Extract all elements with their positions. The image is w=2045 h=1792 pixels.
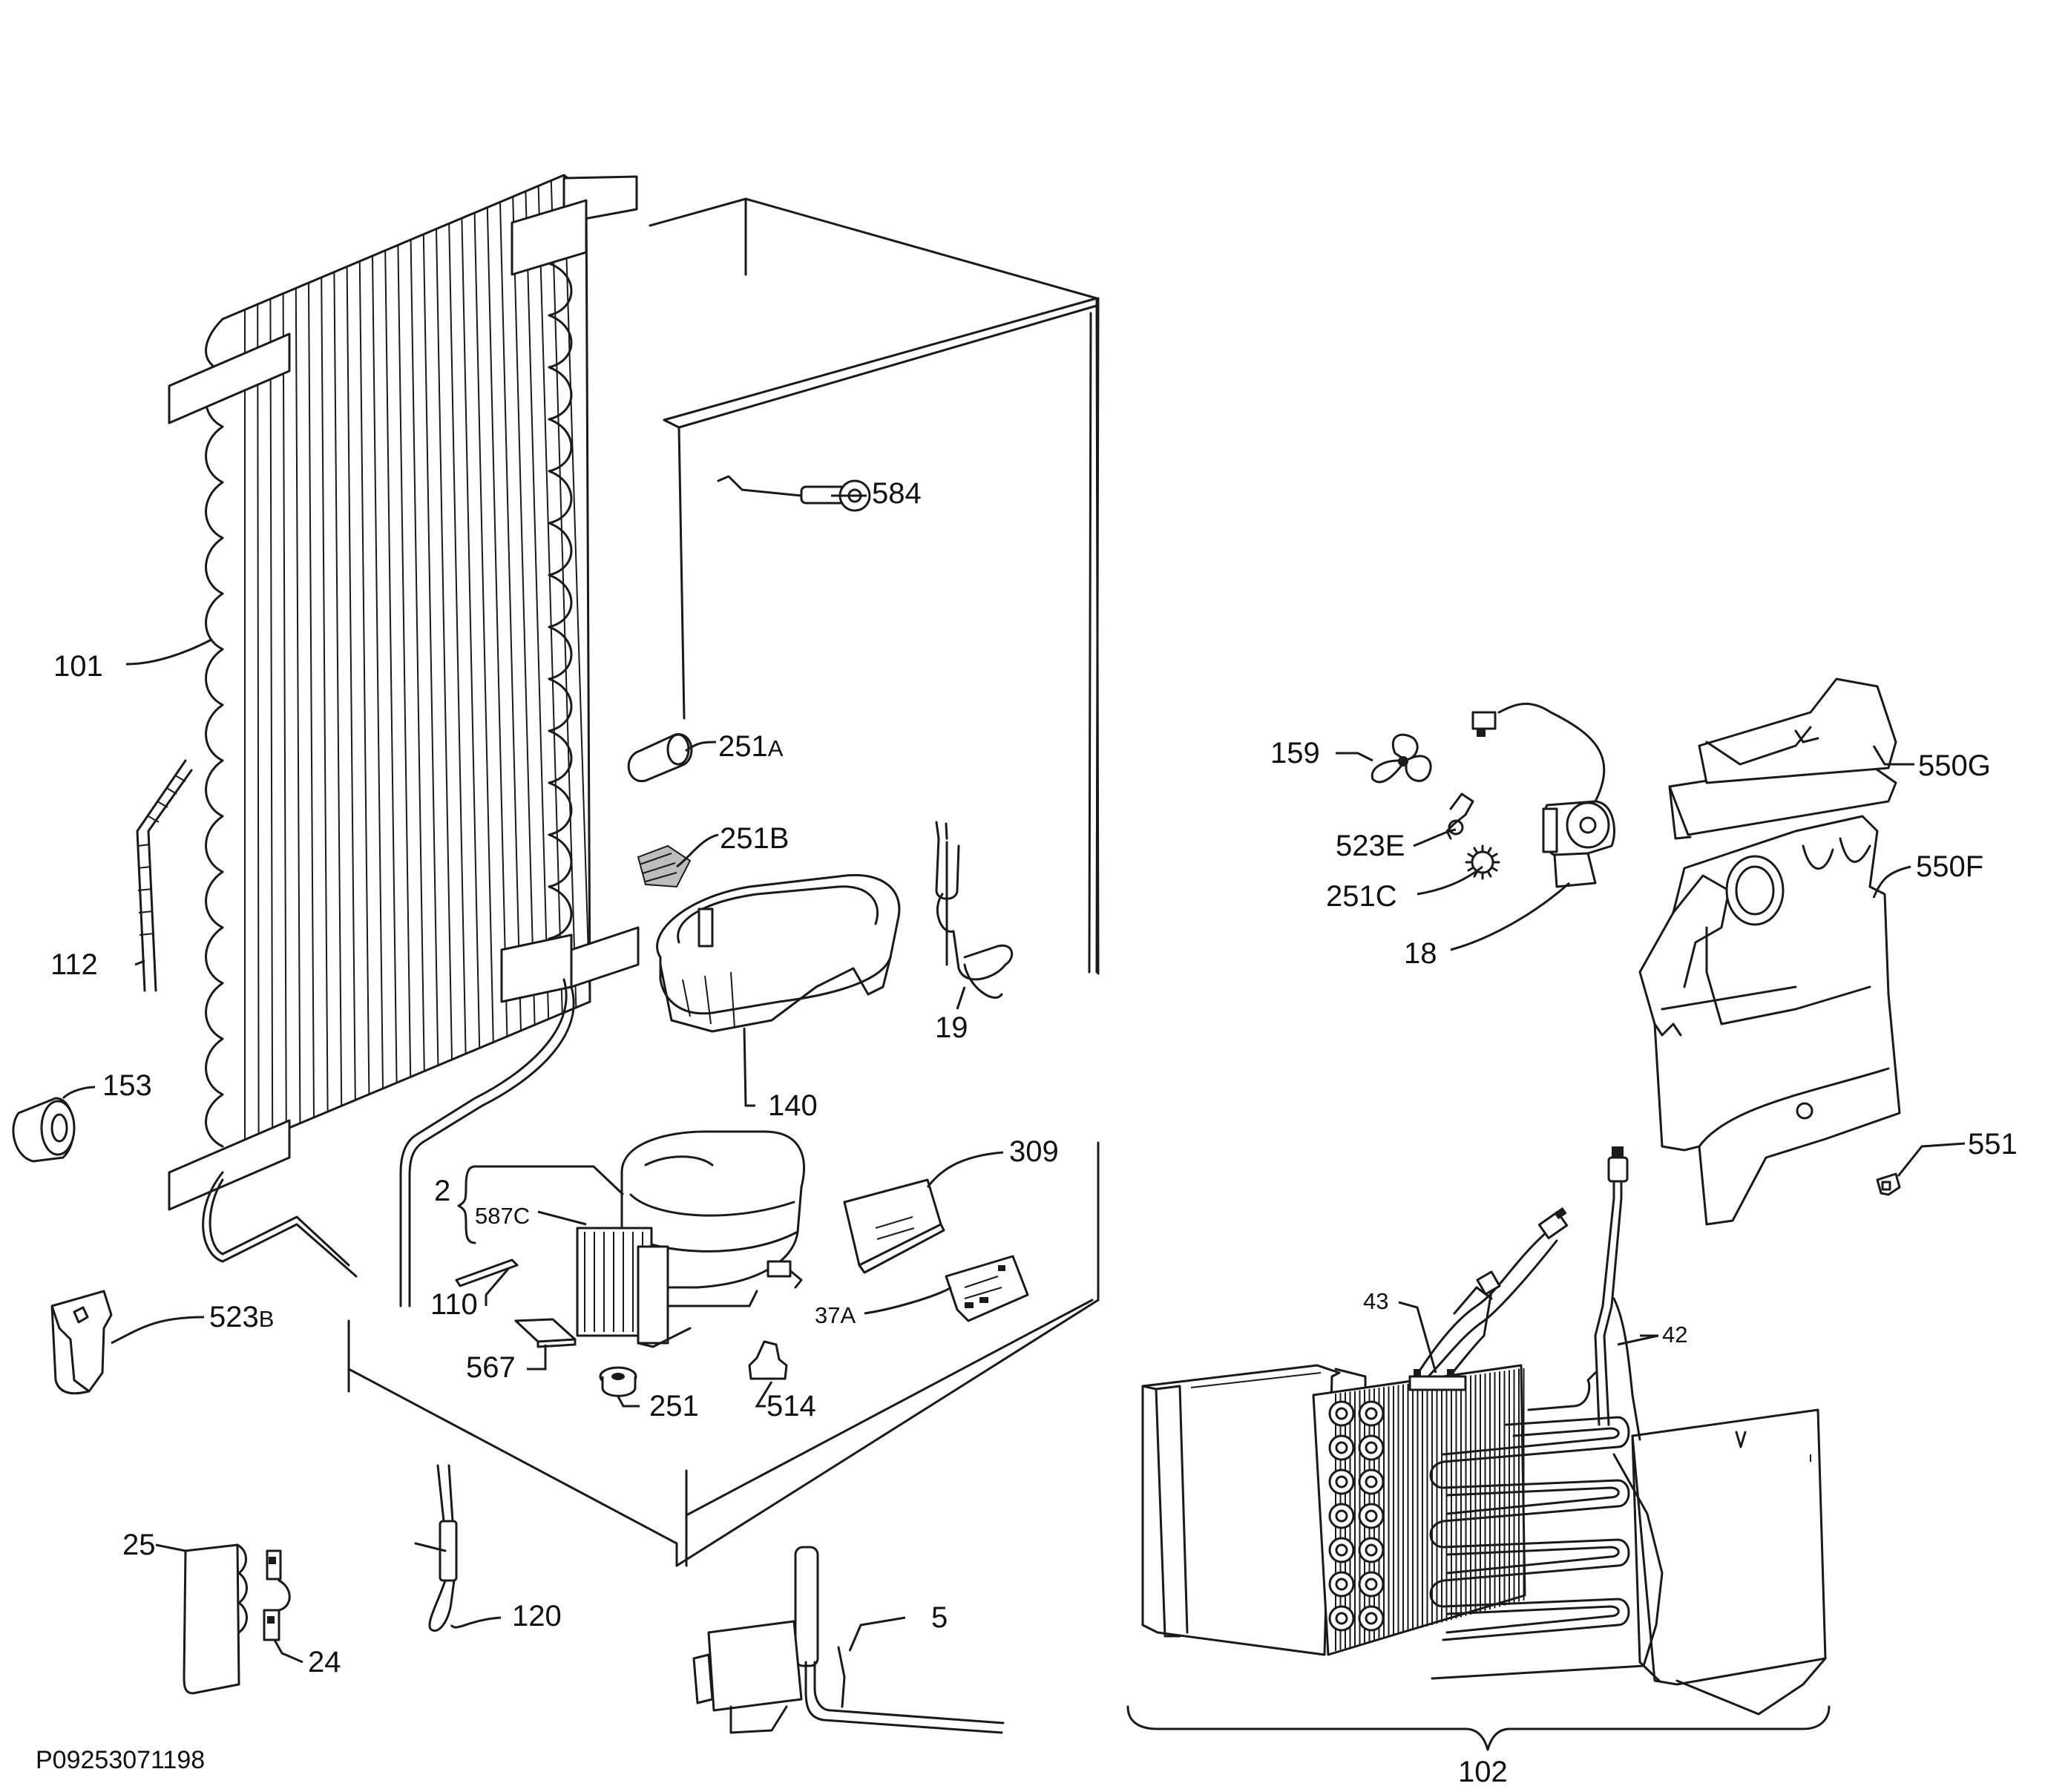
callout-25: 25 (122, 1530, 156, 1560)
part-110-567-small-parts (455, 1258, 577, 1348)
part-120-sensor (414, 1464, 458, 1632)
callout-43: 43 (1363, 1290, 1388, 1313)
callout-number: 102 (1458, 1756, 1508, 1788)
callout-567: 567 (466, 1353, 516, 1382)
callout-37a: 37A (815, 1304, 856, 1327)
callout-number: 523 (209, 1301, 259, 1333)
callout-number: 523E (1336, 830, 1405, 862)
callout-number: 42 (1662, 1322, 1688, 1348)
callout-suffix: A (767, 735, 784, 761)
part-251a-bushing (627, 733, 693, 783)
callout-153: 153 (102, 1071, 152, 1100)
callout-514: 514 (767, 1391, 816, 1421)
callout-number: 153 (102, 1069, 152, 1102)
callout-18: 18 (1404, 939, 1437, 968)
callout-number: 550G (1918, 749, 1991, 782)
callout-251b: 251B (720, 824, 789, 853)
part-18-fan-motor (1445, 702, 1615, 888)
callout-number: 5 (931, 1601, 948, 1634)
part-551-screw (1876, 1172, 1901, 1196)
part-5-filter-drier (692, 1546, 1005, 1734)
part-19-heater (935, 821, 1014, 999)
callout-584: 584 (872, 479, 922, 508)
part-251b-clip (637, 844, 692, 888)
part-523b-bracket (50, 1290, 113, 1395)
callout-number: 140 (768, 1089, 818, 1122)
callout-587c: 587C (475, 1204, 530, 1227)
callout-number: 251 (649, 1390, 699, 1422)
callout-number: 25 (122, 1529, 156, 1561)
callout-number: 24 (308, 1646, 341, 1678)
callout-551: 551 (1968, 1129, 2018, 1159)
callout-159: 159 (1270, 738, 1320, 768)
callout-number: 18 (1404, 937, 1437, 970)
callout-number: 37 (815, 1302, 841, 1328)
callout-309: 309 (1009, 1137, 1059, 1166)
callout-42: 42 (1662, 1323, 1687, 1346)
callout-5: 5 (931, 1603, 948, 1632)
callout-number: 110 (430, 1288, 478, 1321)
part-251-grommet (599, 1366, 637, 1397)
callout-number: 251 (718, 730, 768, 763)
part-102-evaporator (1141, 1146, 1827, 1716)
part-112-tube (136, 759, 193, 992)
brace-2-587c (457, 1165, 476, 1244)
callout-number: 251C (1326, 880, 1397, 913)
condenser-coil (168, 174, 640, 1307)
callout-19: 19 (935, 1013, 968, 1043)
part-153-grommet (12, 1097, 76, 1163)
callout-120: 120 (512, 1601, 562, 1631)
callout-number: 567 (466, 1351, 516, 1384)
callout-number: 19 (935, 1011, 968, 1044)
callout-251c: 251C (1326, 882, 1397, 911)
callout-112: 112 (50, 950, 98, 979)
part-550g-cover (1668, 677, 1897, 840)
callout-number: 514 (767, 1390, 816, 1422)
callout-523b: 523B (209, 1302, 274, 1332)
callout-number: 2 (434, 1175, 451, 1207)
part-140-drip-tray (656, 873, 901, 1033)
callout-number: 120 (512, 1600, 562, 1632)
callout-24: 24 (308, 1647, 341, 1677)
callout-number: 551 (1968, 1128, 2018, 1161)
callout-140: 140 (768, 1091, 818, 1120)
cabinet-body (347, 197, 1100, 1567)
callout-number: 251B (720, 822, 790, 855)
callout-102: 102 (1458, 1757, 1508, 1787)
callout-number: 101 (53, 650, 103, 683)
callout-251: 251 (649, 1391, 699, 1421)
callout-number: 550F (1916, 850, 1984, 883)
diagram-code: P09253071198 (36, 1746, 206, 1774)
callout-number: 587C (475, 1203, 531, 1229)
callout-550g: 550G (1918, 751, 1991, 781)
callout-2: 2 (434, 1176, 450, 1206)
callout-110: 110 (430, 1290, 478, 1319)
callout-number: 584 (872, 477, 922, 510)
leader-2 (475, 1165, 625, 1196)
part-550f-air-duct (1638, 815, 1901, 1226)
part-25-24-hinge (183, 1543, 291, 1695)
callout-550f: 550F (1916, 852, 1983, 882)
callout-number: 112 (50, 948, 98, 981)
callout-number: 43 (1363, 1288, 1389, 1314)
part-159-fan-blade (1371, 733, 1432, 784)
callout-number: 309 (1009, 1135, 1059, 1168)
part-2-compressor (576, 1130, 805, 1348)
callout-suffix: A (840, 1302, 856, 1328)
part-309-37a-boards (843, 1178, 1029, 1322)
part-584-sensor (717, 475, 871, 512)
leader-lines (62, 494, 1966, 1664)
callout-251a: 251A (718, 732, 783, 761)
brace-102 (1126, 1705, 1831, 1751)
callout-523e: 523E (1336, 831, 1405, 861)
callout-101: 101 (53, 652, 103, 681)
part-514-foot (748, 1340, 788, 1380)
callout-suffix: B (258, 1306, 275, 1332)
callout-number: 159 (1270, 737, 1320, 769)
